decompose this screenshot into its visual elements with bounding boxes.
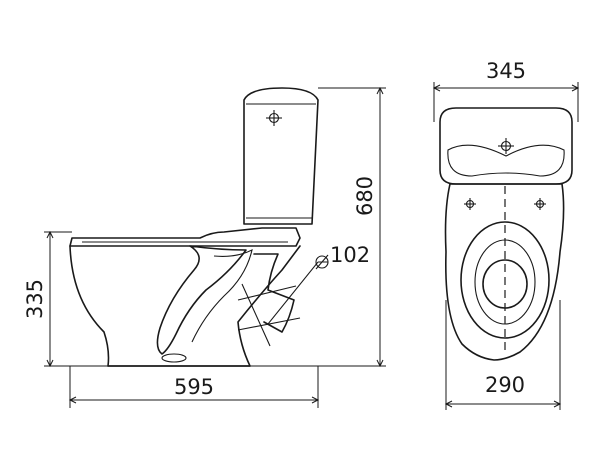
trapway-inner bbox=[191, 248, 253, 343]
hinge-bolt-left-icon bbox=[464, 198, 476, 210]
dim-seat-height-label: 335 bbox=[23, 279, 47, 319]
dim-height-label: 680 bbox=[353, 176, 377, 216]
dim-bowl-width-label: 290 bbox=[485, 373, 525, 397]
top-view bbox=[439, 107, 573, 361]
top-seat-ring bbox=[460, 221, 550, 339]
flush-button-icon bbox=[266, 110, 282, 126]
top-flush-button-icon bbox=[498, 138, 514, 154]
outlet-pipe-cut-2 bbox=[237, 317, 301, 331]
seat-lid bbox=[69, 227, 301, 247]
bowl-body bbox=[69, 245, 301, 367]
dim-depth-label: 595 bbox=[174, 375, 214, 399]
top-bowl bbox=[444, 183, 565, 361]
dim-tank-width-label: 345 bbox=[486, 59, 526, 83]
outlet-pipe-axis bbox=[241, 283, 271, 347]
top-cistern bbox=[439, 107, 573, 185]
dimension-lines-top bbox=[432, 82, 580, 410]
dimension-lines-side bbox=[44, 86, 386, 408]
diameter-symbol-icon bbox=[315, 254, 329, 270]
hinge-bolt-right-icon bbox=[534, 198, 546, 210]
outlet-pipe bbox=[253, 253, 295, 333]
side-view bbox=[69, 87, 319, 367]
top-cistern-inner bbox=[447, 144, 565, 177]
cistern-tank bbox=[243, 87, 319, 225]
dim-outlet-diameter-label: 102 bbox=[330, 243, 370, 267]
floor-outlet bbox=[161, 353, 187, 363]
trapway bbox=[156, 245, 247, 355]
